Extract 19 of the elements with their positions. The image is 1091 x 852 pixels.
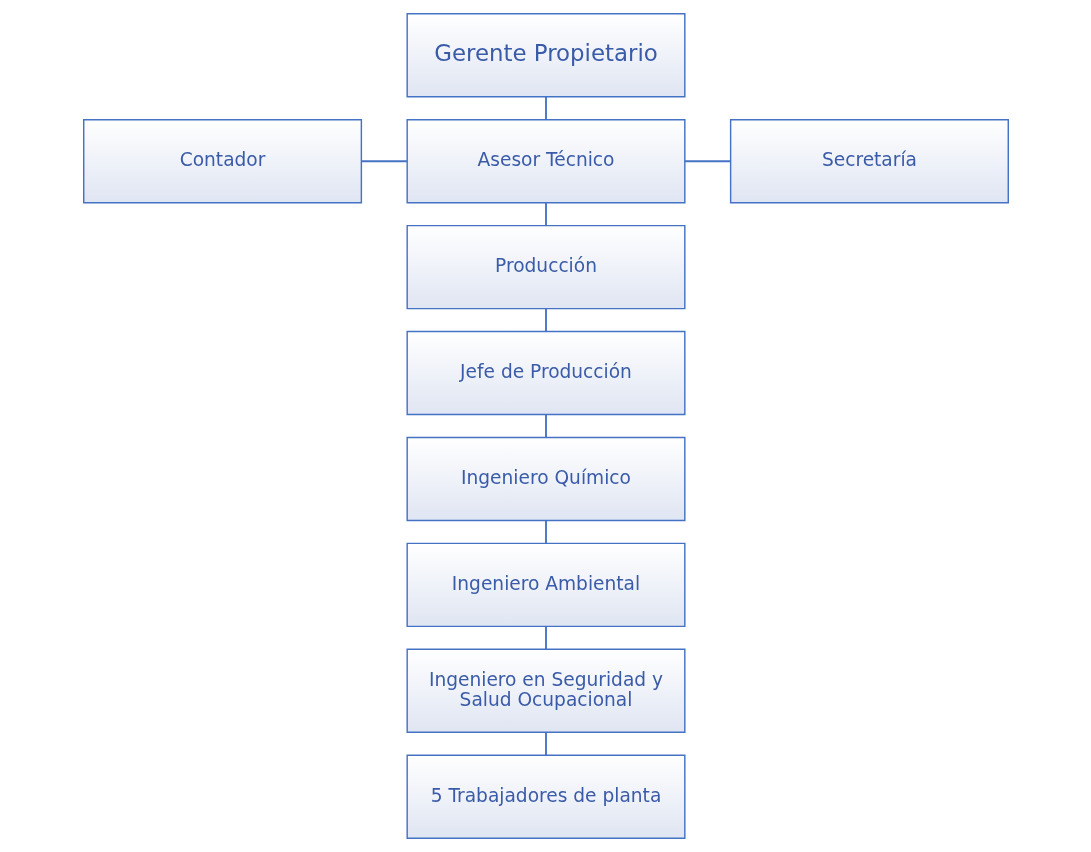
connector — [544, 413, 547, 439]
connector — [544, 625, 547, 651]
node-box: Secretaría — [729, 119, 1009, 204]
connector — [544, 95, 547, 121]
node-box: Asesor Técnico — [405, 119, 686, 204]
node-box: 5 Trabajadores de planta — [405, 754, 686, 839]
connector — [683, 160, 731, 163]
node-box: Ingeniero en Seguridad y Salud Ocupacional — [405, 648, 686, 733]
node-box: Contador — [82, 119, 362, 204]
connector — [544, 519, 547, 545]
connector — [544, 307, 547, 333]
node-box: Gerente Propietario — [405, 13, 686, 98]
connector — [360, 160, 408, 163]
connector — [544, 731, 547, 756]
node-box: Ingeniero Químico — [405, 436, 686, 522]
node-box: Producción — [405, 224, 686, 310]
node-box: Jefe de Producción — [405, 330, 686, 416]
connector — [544, 201, 547, 227]
node-box: Ingeniero Ambiental — [405, 542, 686, 628]
